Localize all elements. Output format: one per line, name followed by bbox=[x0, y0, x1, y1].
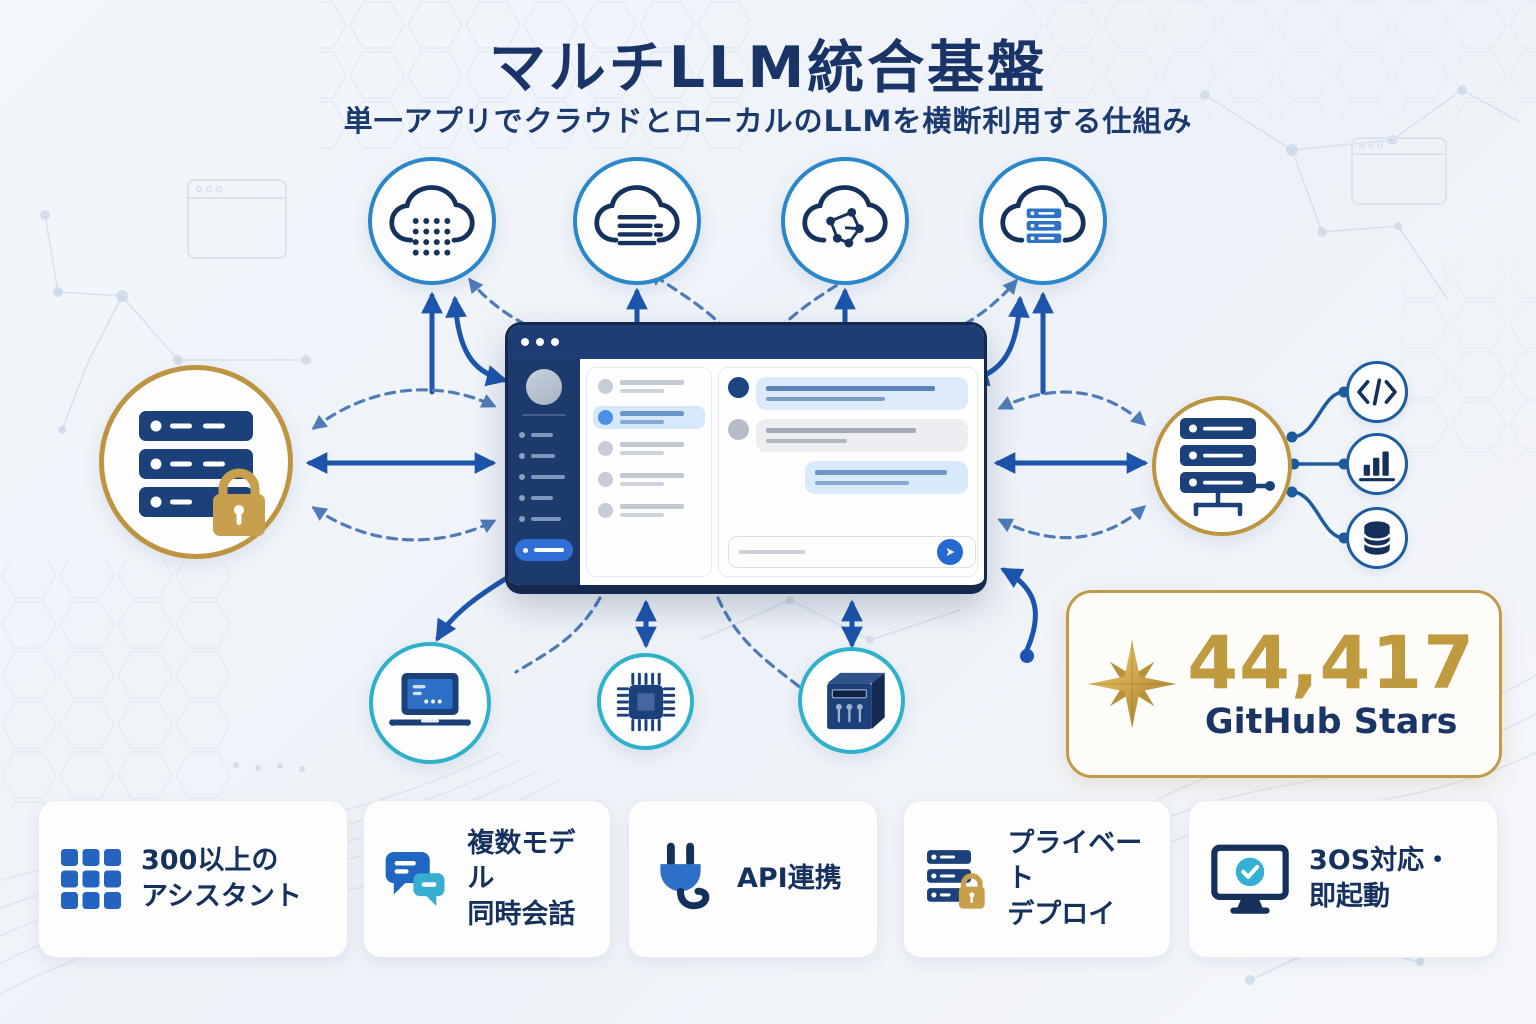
window-dot-icon bbox=[521, 338, 529, 346]
chat-panel bbox=[718, 367, 978, 577]
feature-label-line1: 複数モデル bbox=[467, 827, 576, 895]
window-dot-icon bbox=[536, 338, 544, 346]
chat-input-row bbox=[728, 536, 976, 568]
page-subtitle: 単一アプリでクラウドとローカルのLLMを横断利用する仕組み bbox=[343, 104, 1193, 138]
plug-icon bbox=[660, 842, 710, 910]
send-arrow-icon bbox=[946, 548, 955, 556]
send-button bbox=[937, 539, 963, 565]
cloud-server-icon bbox=[1000, 185, 1086, 244]
grid-icon bbox=[61, 849, 121, 909]
server-lock-icon bbox=[927, 850, 985, 909]
feature-label-line2: 同時会話 bbox=[467, 898, 576, 930]
feature-card-3os: 3OS対応・ 即起動 bbox=[1188, 800, 1498, 958]
monitor-check-icon bbox=[1211, 844, 1289, 914]
laptop-icon bbox=[389, 673, 471, 726]
chip-node bbox=[597, 653, 694, 750]
feature-card-assistants: 300以上の アシスタント bbox=[38, 800, 348, 958]
sidebar-item bbox=[519, 466, 569, 487]
github-stars-card: 44,417 GitHub Stars bbox=[1066, 590, 1502, 778]
eight-point-star-icon bbox=[1088, 640, 1176, 728]
feature-label-line1: プライベート bbox=[1007, 827, 1143, 895]
feature-card-private-deploy: プライベート デプロイ bbox=[903, 800, 1171, 958]
cloud-node-4 bbox=[979, 157, 1107, 285]
cloud-node-3 bbox=[781, 157, 909, 285]
feature-label-line2: アシスタント bbox=[141, 881, 302, 912]
feature-label-line2: デプロイ bbox=[1007, 898, 1116, 930]
feature-label: 複数モデル 同時会話 bbox=[467, 826, 590, 933]
bar-chart-icon bbox=[1359, 451, 1395, 482]
local-server-icon bbox=[1180, 418, 1275, 517]
feature-label-line1: 300以上の bbox=[141, 845, 279, 877]
cloud-node-2 bbox=[573, 157, 701, 285]
multi-llm-app-window bbox=[505, 322, 987, 594]
chat-message-assistant bbox=[728, 377, 968, 410]
cloud-network-icon bbox=[802, 185, 888, 248]
secure-server-node bbox=[99, 365, 293, 559]
sidebar-item bbox=[519, 445, 569, 466]
sidebar-item bbox=[519, 424, 569, 445]
list-item bbox=[593, 375, 705, 398]
feature-label: 300以上の アシスタント bbox=[141, 843, 302, 914]
feature-label: プライベート デプロイ bbox=[1007, 826, 1150, 933]
laptop-node bbox=[369, 642, 491, 764]
list-item bbox=[593, 499, 705, 522]
feature-card-multimodel: 複数モデル 同時会話 bbox=[363, 800, 611, 958]
window-dot-icon bbox=[551, 338, 559, 346]
cloud-text-lines-icon bbox=[594, 185, 680, 246]
chat-bubbles-icon bbox=[385, 852, 445, 906]
chat-input bbox=[728, 536, 976, 568]
chart-satellite-node bbox=[1346, 433, 1408, 495]
sidebar-divider bbox=[522, 414, 566, 416]
page-title: マルチLLM統合基盤 bbox=[488, 35, 1048, 101]
assistant-avatar-2 bbox=[728, 419, 749, 440]
feature-card-api: API連携 bbox=[628, 800, 878, 958]
cpu-chip-icon bbox=[616, 672, 675, 731]
code-satellite-node bbox=[1346, 361, 1408, 423]
feature-label: 3OS対応・ 即起動 bbox=[1309, 843, 1451, 914]
list-item bbox=[593, 437, 705, 460]
github-stats: 44,417 GitHub Stars bbox=[1187, 627, 1475, 742]
database-icon bbox=[1363, 521, 1391, 555]
secure-server-lock-icon bbox=[139, 411, 265, 536]
github-star-count: 44,417 bbox=[1187, 620, 1475, 706]
sidebar-item-active bbox=[515, 539, 573, 561]
window-body bbox=[508, 359, 984, 585]
feature-label-line2: 即起動 bbox=[1309, 881, 1390, 912]
code-icon bbox=[1357, 378, 1397, 406]
local-server-node bbox=[1152, 396, 1292, 536]
github-star-label: GitHub Stars bbox=[1204, 701, 1458, 742]
list-item bbox=[593, 468, 705, 491]
nas-node bbox=[798, 647, 905, 754]
avatar bbox=[526, 369, 562, 405]
feature-label-line1: API連携 bbox=[737, 863, 842, 895]
cloud-dots-icon bbox=[389, 185, 475, 256]
placeholder-bar bbox=[739, 550, 805, 554]
list-item-selected bbox=[593, 406, 705, 429]
chat-message-assistant-2 bbox=[728, 419, 968, 452]
assistant-avatar bbox=[728, 377, 749, 398]
feature-label-line1: 3OS対応・ bbox=[1309, 845, 1452, 877]
nas-box-icon bbox=[826, 672, 885, 729]
cloud-node-1 bbox=[368, 157, 496, 285]
chat-message-user bbox=[728, 461, 968, 494]
window-titlebar bbox=[508, 325, 984, 359]
sidebar-item bbox=[519, 487, 569, 508]
feature-label: API連携 bbox=[737, 861, 842, 897]
app-sidebar bbox=[508, 359, 580, 585]
database-satellite-node bbox=[1346, 507, 1408, 569]
conversation-list bbox=[586, 367, 712, 577]
sidebar-item bbox=[519, 508, 569, 529]
